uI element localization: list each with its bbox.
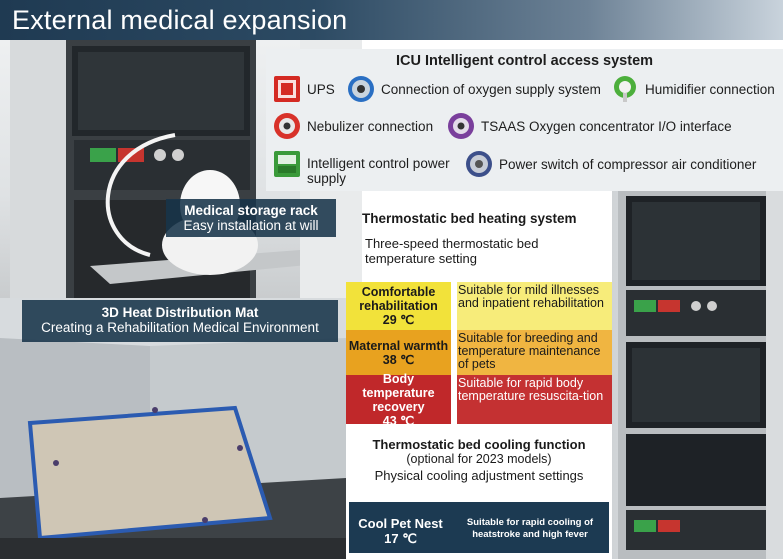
cooling-title: Thermostatic bed cooling function <box>372 437 586 452</box>
title-bar: External medical expansion <box>0 0 783 40</box>
page-title: External medical expansion <box>12 5 348 35</box>
icu-item-label: Nebulizer connection <box>307 118 434 134</box>
icu-item-label: Humidifier connection <box>645 81 775 97</box>
compressor-switch-icon <box>466 151 492 177</box>
nebulizer-icon <box>274 113 300 139</box>
tsaas-icon <box>448 113 474 139</box>
heating-title: Thermostatic bed heating system <box>362 211 577 226</box>
heat-row-desc: Suitable for mild illnesses and inpatien… <box>457 282 612 330</box>
icu-item-humidifier: Humidifier connection <box>611 75 775 103</box>
icu-item-nebulizer: Nebulizer connection <box>273 112 433 140</box>
icu-item-label: Intelligent control power supply <box>307 156 450 186</box>
oxygen-supply-icon <box>348 76 374 102</box>
icu-item-label: Connection of oxygen supply system <box>381 81 601 97</box>
storage-rack-subtitle: Easy installation at will <box>183 218 319 233</box>
heat-row-desc: Suitable for rapid body temperature resu… <box>457 375 612 424</box>
icu-item-label: TSAAS Oxygen concentrator I/O interface <box>481 118 732 134</box>
storage-rack-label: Medical storage rack Easy installation a… <box>166 199 336 237</box>
heat-mat-subtitle: Creating a Rehabilitation Medical Enviro… <box>41 320 319 335</box>
icu-item-tsaas: TSAAS Oxygen concentrator I/O interface <box>447 112 732 140</box>
icu-item-compressor-switch: Power switch of compressor air condition… <box>465 150 756 178</box>
heating-subtitle: Three-speed thermostatic bed temperature… <box>365 236 539 266</box>
humidifier-icon <box>614 76 636 102</box>
ups-icon <box>274 76 300 102</box>
cooling-subtitle: Physical cooling adjustment settings <box>374 468 584 483</box>
cool-pet-nest-box: Cool Pet Nest 17 ℃ Suitable for rapid co… <box>349 502 609 553</box>
cabinet-photo <box>612 190 783 559</box>
icu-item-ups: UPS <box>273 75 335 103</box>
power-supply-icon <box>274 151 300 177</box>
cool-pet-nest-name: Cool Pet Nest 17 ℃ <box>358 516 443 546</box>
icu-item-label: Power switch of compressor air condition… <box>499 156 757 172</box>
icu-item-label: UPS <box>307 81 335 97</box>
heat-mat-title: 3D Heat Distribution Mat <box>101 305 259 320</box>
cooling-note: (optional for 2023 models) <box>406 452 552 466</box>
storage-rack-title: Medical storage rack <box>184 203 318 218</box>
icu-item-oxygen-supply: Connection of oxygen supply system <box>347 75 601 103</box>
heat-mat-label: 3D Heat Distribution Mat Creating a Reha… <box>22 300 338 342</box>
icu-item-power-supply: Intelligent control power supply <box>273 150 463 186</box>
cool-pet-nest-desc: Suitable for rapid cooling of heatstroke… <box>466 517 594 540</box>
icu-title: ICU Intelligent control access system <box>395 53 654 69</box>
heat-row-desc: Suitable for breeding and temperature ma… <box>457 330 612 375</box>
icu-panel: ICU Intelligent control access system UP… <box>266 49 783 191</box>
